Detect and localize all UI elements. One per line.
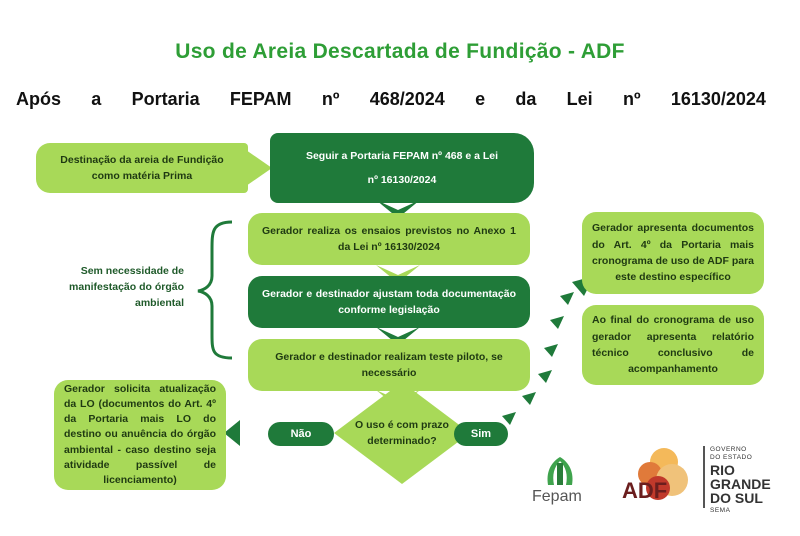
gov-line3: RIO (710, 462, 735, 478)
yes-chevron (502, 412, 516, 425)
yes-chevron (550, 316, 564, 329)
start-node-text: Destinação da areia de Fundição como mat… (60, 153, 224, 182)
bracket-note: Sem necessidade de manifestação do órgão… (69, 265, 184, 309)
subtitle-word: e (475, 89, 486, 109)
step-ensaios-text: Gerador realiza os ensaios previstos no … (262, 224, 516, 253)
step-portaria-line2: nº 16130/2024 (367, 174, 437, 186)
gov-line4: GRANDE (710, 476, 771, 492)
subtitle-word: da (515, 89, 537, 109)
bracket (197, 220, 233, 360)
decision-diamond (334, 382, 470, 484)
yes-outcome-2-text: Ao final do cronograma de uso gerador ap… (592, 314, 754, 376)
step-documentacao-text: Gerador e destinador ajustam toda docume… (262, 287, 516, 316)
yes-chevron (522, 392, 536, 405)
decision-text: O uso é com prazo determinado? (355, 419, 449, 447)
subtitle-word: 468/2024 (369, 89, 445, 109)
yes-outcome-1-text: Gerador apresenta documentos do Art. 4º … (592, 222, 754, 284)
yes-outcome-node-1: Gerador apresenta documentos do Art. 4º … (582, 212, 764, 294)
step-portaria-line1: Seguir a Portaria FEPAM nº 468 e a Lei (305, 149, 499, 162)
step-teste-piloto: Gerador e destinador realizam teste pilo… (248, 339, 530, 391)
step-portaria: Seguir a Portaria FEPAM nº 468 e a Lei n… (270, 133, 534, 203)
yes-label-text: Sim (470, 428, 492, 440)
subtitle-word: nº (321, 89, 340, 109)
no-label: Não (268, 422, 334, 446)
step-ensaios: Gerador realiza os ensaios previstos no … (248, 213, 530, 265)
yes-chevron (560, 292, 574, 305)
adf-logo-text: ADF (622, 478, 668, 503)
adf-logo-icon (638, 448, 688, 500)
yes-chevron (544, 344, 558, 357)
decision-node: O uso é com prazo determinado? (332, 380, 472, 486)
yes-label: Sim (454, 422, 508, 446)
no-outcome-text: Gerador solicita atualização da LO (docu… (64, 382, 216, 487)
start-arrow-tip (246, 150, 272, 186)
no-outcome-node: Gerador solicita atualização da LO (docu… (54, 380, 226, 490)
gov-line5: DO SUL (710, 490, 763, 506)
gov-line1: GOVERNO (710, 446, 747, 453)
subtitle-word: a (91, 89, 102, 109)
yes-outcome-node-2: Ao final do cronograma de uso gerador ap… (582, 305, 764, 385)
subtitle-word: nº (622, 89, 641, 109)
no-label-text: Não (290, 428, 312, 440)
subtitle-word: Após (16, 89, 61, 109)
start-node: Destinação da areia de Fundição como mat… (36, 143, 248, 193)
yes-chevron (538, 370, 552, 383)
subtitle-word: Portaria (131, 89, 200, 109)
gov-line2: DO ESTADO (710, 454, 753, 461)
subtitle-word: FEPAM (229, 89, 292, 109)
left-arrow (224, 420, 240, 446)
step-documentacao: Gerador e destinador ajustam toda docume… (248, 276, 530, 328)
step-teste-piloto-text: Gerador e destinador realizam teste pilo… (275, 350, 503, 379)
subtitle-word: 16130/2024 (670, 89, 766, 109)
page-subtitle: Após a Portaria FEPAM nº 468/2024 e da L… (16, 89, 766, 110)
gov-line6: SEMA (710, 507, 731, 514)
gov-divider (703, 446, 705, 508)
fepam-logo-text: Fepam (532, 488, 582, 505)
fepam-logo-icon (547, 457, 573, 485)
page-title: Uso de Areia Descartada de Fundição - AD… (175, 40, 625, 63)
subtitle-word: Lei (566, 89, 593, 109)
